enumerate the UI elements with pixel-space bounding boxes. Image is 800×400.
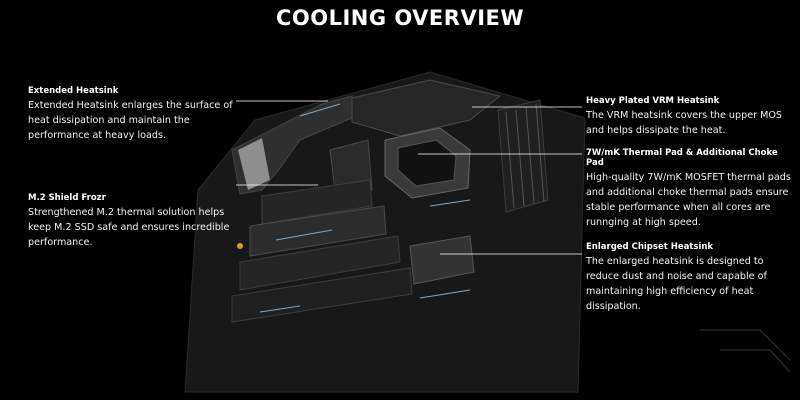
pcie-slot-3 [231,267,413,323]
feature-extended-heatsink: Extended Heatsink Extended Heatsink enla… [28,86,233,143]
feature-description: High-quality 7W/mK MOSFET thermal pads a… [586,172,791,228]
ram-slots [497,99,549,213]
feature-title: 7W/mK Thermal Pad & Additional Choke Pad [586,148,778,168]
m2-shield [249,205,387,257]
pcie-slot-2 [239,235,401,291]
feature-chipset-heatsink: Enlarged Chipset Heatsink The enlarged h… [586,242,786,314]
feature-title: Heavy Plated VRM Heatsink [586,96,720,106]
feature-title: Enlarged Chipset Heatsink [586,242,714,252]
feature-title: Extended Heatsink [28,86,119,96]
feature-thermal-pad: 7W/mK Thermal Pad & Additional Choke Pad… [586,148,791,230]
page-title: COOLING OVERVIEW [275,6,525,30]
feature-description: Strengthened M.2 thermal solution helps … [28,207,230,248]
chipset-heatsink [409,235,475,285]
socket-frame [397,139,457,187]
feature-description: The VRM heatsink covers the upper MOS an… [586,110,783,136]
feature-description: Extended Heatsink enlarges the surface o… [28,100,233,141]
feature-title: M.2 Shield Frozr [28,193,106,203]
io-shield [238,138,270,190]
vrm-heatsink [351,79,502,137]
feature-vrm-heatsink: Heavy Plated VRM Heatsink The VRM heatsi… [586,96,786,138]
feature-m2-shield: M.2 Shield Frozr Strengthened M.2 therma… [28,193,233,250]
feature-description: The enlarged heatsink is designed to red… [586,256,767,312]
pcie-slot-1 [261,179,373,225]
